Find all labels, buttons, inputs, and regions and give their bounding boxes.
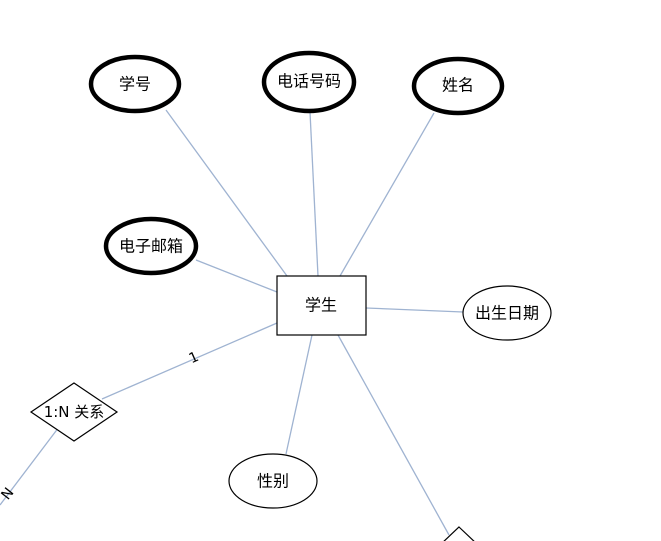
attribute-youxiang-label: 电子邮箱 — [119, 237, 183, 256]
relationship-1n-label: 1:N 关系 — [44, 403, 105, 421]
attribute-xingming-label: 姓名 — [442, 76, 474, 95]
connectors — [0, 109, 464, 536]
relationship-1n[interactable]: 1:N 关系 — [29, 382, 119, 442]
edge-xuehao — [165, 109, 288, 277]
edge-relation-entity — [101, 322, 278, 400]
edge-relation-many — [0, 426, 60, 506]
edge-chusheng — [365, 307, 464, 313]
attribute-xingbie[interactable]: 性别 — [228, 453, 318, 509]
edge-bottom-relation — [337, 334, 450, 536]
attribute-chusheng[interactable]: 出生日期 — [462, 285, 552, 341]
edge-dianhua — [309, 111, 319, 277]
attribute-chusheng-label: 出生日期 — [475, 304, 539, 323]
entity-student[interactable]: 学生 — [276, 275, 367, 336]
attribute-dianhua-label: 电话号码 — [277, 72, 341, 91]
attribute-xuehao-label: 学号 — [119, 75, 151, 94]
edge-xingming — [339, 112, 435, 277]
edge-youxiang — [195, 259, 278, 293]
cardinality-one: 1 — [187, 349, 202, 367]
attribute-xingbie-label: 性别 — [257, 472, 289, 491]
attribute-youxiang[interactable]: 电子邮箱 — [103, 216, 199, 276]
edge-xingbie — [285, 334, 313, 455]
attribute-xuehao[interactable]: 学号 — [88, 54, 182, 114]
attribute-dianhua[interactable]: 电话号码 — [261, 50, 357, 114]
entity-student-label: 学生 — [305, 296, 337, 315]
cardinality-many: N — [0, 485, 18, 503]
attribute-xingming[interactable]: 姓名 — [411, 56, 505, 116]
relationship-bottom-partial[interactable] — [440, 526, 478, 541]
